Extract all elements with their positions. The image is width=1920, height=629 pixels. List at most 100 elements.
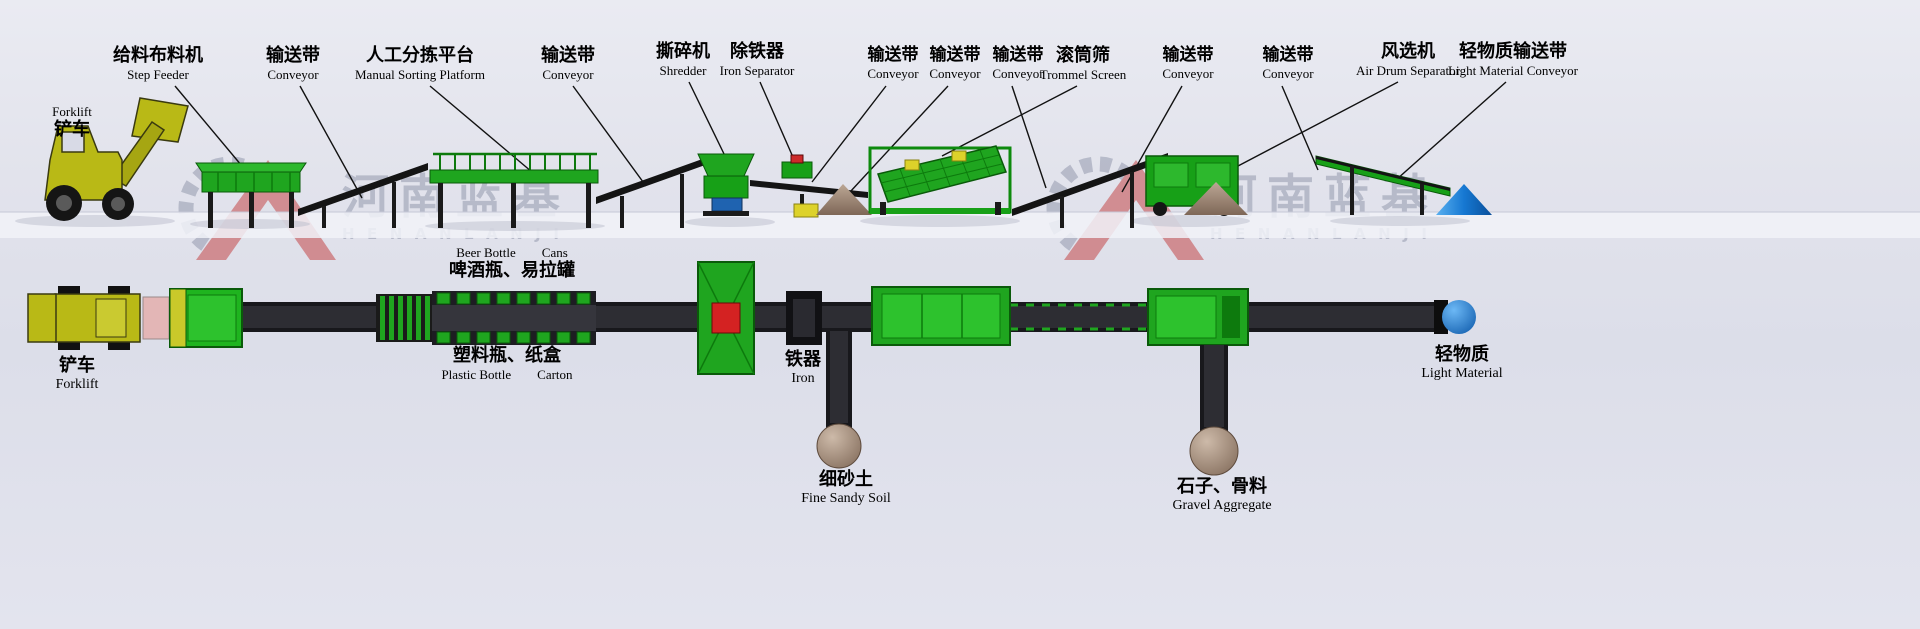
label-cn: 塑料瓶、纸盒 <box>453 345 561 366</box>
label-conveyor-3: 输送带 Conveyor <box>867 45 919 81</box>
label-en: Trommel Screen <box>1039 66 1127 82</box>
label-cn: 输送带 <box>867 45 919 65</box>
label-cn: 输送带 <box>929 45 981 65</box>
label-cn: 输送带 <box>266 45 320 66</box>
trommel-plan-icon <box>871 286 1011 346</box>
trommel-screen-icon <box>868 145 1012 215</box>
shredder-plan-icon <box>697 261 755 375</box>
label-en: Gravel Aggregate <box>1172 497 1272 513</box>
light-material-conveyor-icon <box>1315 155 1451 215</box>
label-shredder: 撕碎机 Shredder <box>656 41 710 78</box>
gravel-branch-conveyor-icon <box>1189 345 1239 476</box>
label-cn: 风选机 <box>1381 41 1435 62</box>
label-conveyor-7: 输送带 Conveyor <box>1262 45 1314 81</box>
label-cn: 轻物质输送带 <box>1459 41 1567 62</box>
label-en: Conveyor <box>1162 65 1214 81</box>
label-forklift-top: Forklift 铲车 <box>52 104 92 140</box>
label-cn: 铁器 <box>785 349 821 370</box>
material-pile-icon <box>1184 182 1248 215</box>
label-en: Carton <box>537 366 573 382</box>
label-cn: 轻物质 <box>1434 344 1489 365</box>
label-conveyor-6: 输送带 Conveyor <box>1162 45 1214 81</box>
label-forklift-bottom: 铲车 Forklift <box>55 355 99 393</box>
label-cn: 石子、骨料 <box>1177 476 1267 497</box>
label-light-conveyor: 轻物质输送带 Light Material Conveyor <box>1448 41 1578 78</box>
label-en: Air Drum Separator <box>1356 62 1460 78</box>
label-cn: 除铁器 <box>730 41 784 62</box>
label-en: Forklift <box>55 376 99 392</box>
label-cn: 啤酒瓶、易拉罐 <box>449 260 575 281</box>
label-air-separator: 风选机 Air Drum Separator <box>1356 41 1460 78</box>
label-en: Step Feeder <box>127 66 189 82</box>
label-en: Plastic Bottle <box>441 366 512 382</box>
yellow-bin-icon <box>793 203 819 218</box>
leader-lines <box>174 81 1507 199</box>
label-trommel-screen: 滚筒筛 Trommel Screen <box>1039 45 1127 82</box>
label-cn: 输送带 <box>992 45 1044 65</box>
sorting-platform-icon <box>429 152 599 228</box>
forklift-side-icon <box>44 97 189 221</box>
label-step-feeder: 给料布料机 Step Feeder <box>113 45 203 82</box>
label-cn: 输送带 <box>1162 45 1214 65</box>
label-en: Conveyor <box>929 65 981 81</box>
step-feeder-plan-icon <box>169 288 243 348</box>
conveyor-side-icon-2 <box>596 157 708 228</box>
label-cn: 铲车 <box>53 118 90 140</box>
iron-separator-plan-icon <box>786 291 822 345</box>
label-en: Manual Sorting Platform <box>355 66 485 82</box>
label-en: Light Material Conveyor <box>1448 62 1578 78</box>
pad-plan-icon <box>142 296 170 340</box>
label-en: Fine Sandy Soil <box>801 490 891 506</box>
sorting-platform-plan-icon <box>432 291 596 345</box>
label-en: Forklift <box>52 104 92 119</box>
shredder-icon <box>697 153 755 216</box>
label-fine-sandy-soil: 细砂土 Fine Sandy Soil <box>801 469 891 507</box>
label-light-material: 轻物质 Light Material <box>1421 344 1503 382</box>
label-iron-separator: 除铁器 Iron Separator <box>719 41 795 78</box>
label-beer-bottle-cans: Beer Bottle Cans 啤酒瓶、易拉罐 <box>449 245 575 282</box>
label-en: Cans <box>541 245 568 260</box>
label-manual-sorting: 人工分拣平台 Manual Sorting Platform <box>355 45 485 82</box>
label-en: Conveyor <box>867 65 919 81</box>
label-en: Iron Separator <box>719 62 795 78</box>
label-plastic-bottle-carton: 塑料瓶、纸盒 Plastic Bottle Carton <box>441 345 572 383</box>
label-conveyor-5: 输送带 Conveyor <box>992 45 1044 81</box>
label-en: Conveyor <box>1262 65 1314 81</box>
material-pile-icon <box>816 184 872 215</box>
label-conveyor-4: 输送带 Conveyor <box>929 45 981 81</box>
label-cn: 撕碎机 <box>656 41 710 62</box>
label-en: Conveyor <box>542 66 594 82</box>
label-iron: 铁器 Iron <box>785 349 821 387</box>
light-material-cone-icon <box>1436 184 1492 215</box>
label-cn: 输送带 <box>1262 45 1314 65</box>
label-en: Iron <box>791 370 815 386</box>
label-en: Light Material <box>1421 365 1503 381</box>
conveyor-side-icon-4 <box>1012 153 1168 228</box>
conveyor-side-icon-1 <box>298 163 428 228</box>
label-cn: 给料布料机 <box>113 45 203 66</box>
light-material-ball-icon <box>1442 300 1476 334</box>
step-feeder-icon <box>195 162 307 228</box>
air-separator-plan-icon <box>1147 288 1249 346</box>
label-cn: 铲车 <box>59 355 95 376</box>
label-cn: 细砂土 <box>819 469 873 490</box>
iron-separator-icon <box>781 154 813 179</box>
label-en: Conveyor <box>992 65 1044 81</box>
floor-shadows <box>15 215 1470 231</box>
label-en: Shredder <box>659 62 707 78</box>
label-en: Beer Bottle <box>456 245 516 260</box>
label-cn: 滚筒筛 <box>1055 45 1110 66</box>
label-cn: 输送带 <box>541 45 595 66</box>
label-conveyor-1: 输送带 Conveyor <box>266 45 320 82</box>
fines-branch-conveyor-icon <box>816 331 862 469</box>
label-en: Conveyor <box>267 66 319 82</box>
ladder-conveyor-plan-icon <box>376 294 434 342</box>
forklift-plan-icon <box>27 286 141 350</box>
label-conveyor-2: 输送带 Conveyor <box>541 45 595 82</box>
label-gravel-aggregate: 石子、骨料 Gravel Aggregate <box>1172 476 1272 514</box>
label-en-row: Plastic Bottle Carton <box>441 367 572 383</box>
label-en-row: Beer Bottle Cans <box>449 245 575 261</box>
label-cn: 人工分拣平台 <box>366 45 474 66</box>
